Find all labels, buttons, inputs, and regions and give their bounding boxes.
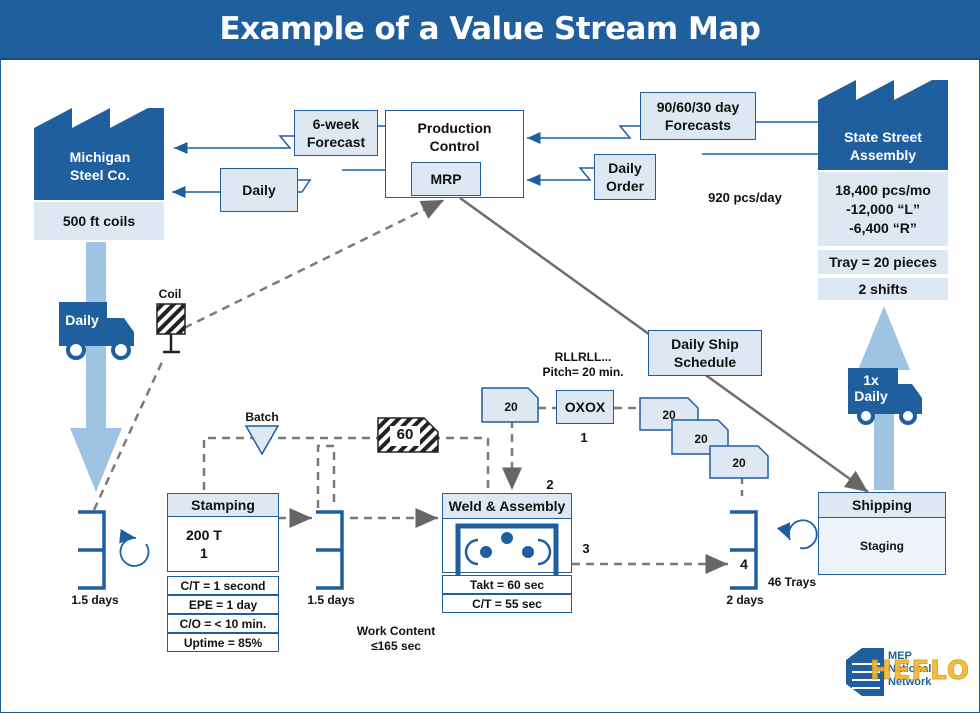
production-control-label: Production Control xyxy=(418,119,492,155)
logo-line2: National xyxy=(888,663,932,675)
supplier-factory-icon xyxy=(34,108,164,200)
outbound-truck-line2: Daily xyxy=(854,388,888,404)
customer-demand-line3: -6,400 “R” xyxy=(849,219,917,236)
customer-name-line1: State Street xyxy=(844,129,922,145)
customer-name-line2: Assembly xyxy=(849,147,917,163)
stamping-body: 200 T 1 xyxy=(167,516,279,572)
customer-demand-line2: -12,000 “L” xyxy=(846,200,920,217)
ship-schedule-line2: Schedule xyxy=(673,354,737,370)
production-control-line1: Production xyxy=(417,120,492,136)
page-title: Example of a Value Stream Map xyxy=(219,11,761,47)
signal-kanban-qty: 60 xyxy=(396,426,414,443)
mep-logo-icon xyxy=(846,648,884,696)
signal-kanban-label-bg xyxy=(390,426,420,446)
weld-ct: C/T = 55 sec xyxy=(442,594,572,613)
shipping-staging: Staging xyxy=(818,517,946,575)
work-content-line1: Work Content xyxy=(356,624,436,638)
kanban-card-4: 20 xyxy=(732,456,746,470)
weld-title: Weld & Assembly xyxy=(442,493,572,519)
supplier-name-line2: Steel Co. xyxy=(70,167,130,183)
work-content-line2: ≤165 sec xyxy=(371,639,421,653)
stamping-operators: 1 xyxy=(200,545,208,561)
forecast-6week-line2: Forecast xyxy=(306,134,366,150)
logo-line3: Network xyxy=(888,676,932,688)
wip-inventory-label: 1.5 days xyxy=(307,593,355,607)
shipping-title: Shipping xyxy=(818,492,946,518)
trays-label: 46 Trays xyxy=(767,575,817,589)
stamping-ct: C/T = 1 second xyxy=(167,576,279,595)
coil-kanban-post-icon xyxy=(156,303,186,354)
supplier-material: 500 ft coils xyxy=(34,202,164,240)
daily-order-line1: Daily xyxy=(608,160,642,176)
forecast-6week-line1: 6-week xyxy=(312,116,360,132)
weld-cell-operators-icon xyxy=(455,523,559,578)
title-bar: Example of a Value Stream Map xyxy=(0,0,980,60)
raw-inventory-label: 1.5 days xyxy=(71,593,119,607)
kanban-card-2: 20 xyxy=(662,408,676,422)
daily-order-line2: Order xyxy=(605,178,645,194)
supplier-name-line1: Michigan xyxy=(69,149,131,165)
stamping-epe: EPE = 1 day xyxy=(167,595,279,614)
inbound-shipment-arrow xyxy=(70,242,122,492)
logo-line1: MEP xyxy=(888,650,912,662)
outbound-truck-line1: 1x xyxy=(863,372,879,388)
fg-count: 4 xyxy=(740,556,748,572)
sequence-line1: RLLRLL... xyxy=(554,350,612,364)
batch-kanban-triangle-icon xyxy=(244,425,280,456)
stamping-uptime: Uptime = 85% xyxy=(167,633,279,652)
inbound-truck-label: Daily xyxy=(65,312,99,328)
stamping-title: Stamping xyxy=(167,493,279,517)
customer-name: State Street Assembly xyxy=(828,128,938,164)
watermark: HEFLO xyxy=(870,656,971,687)
mrp-box: MRP xyxy=(411,162,481,196)
leveling-box: OXOX xyxy=(556,390,614,424)
production-control-line2: Control xyxy=(429,138,480,154)
leveling-number: 1 xyxy=(580,430,588,445)
withdrawal-dashed-lines xyxy=(92,198,744,574)
batch-label: Batch xyxy=(245,410,279,424)
customer-demand-box: 18,400 pcs/mo -12,000 “L” -6,400 “R” xyxy=(818,172,948,246)
weld-body xyxy=(442,518,572,573)
stamping-changeover: C/O = < 10 min. xyxy=(167,614,279,633)
tray-size-box: Tray = 20 pieces xyxy=(818,250,948,274)
shifts-box: 2 shifts xyxy=(818,278,948,300)
outbound-truck-label: 1x Daily xyxy=(848,372,894,404)
pull-circle-icons xyxy=(119,519,818,567)
customer-demand-line1: 18,400 pcs/mo xyxy=(835,181,931,198)
inbound-truck-icon xyxy=(59,302,134,360)
work-content: Work Content ≤165 sec xyxy=(336,624,456,654)
marker-three: 3 xyxy=(582,541,590,556)
customer-forecast-line2: Forecasts xyxy=(664,117,732,133)
mep-logo-text: MEP National Network xyxy=(888,650,948,689)
stamping-tonnage: 200 T xyxy=(186,527,222,543)
customer-forecast-line1: 90/60/30 day xyxy=(656,99,740,115)
kanban-cards xyxy=(481,387,769,479)
sequence-label: RLLRLL... Pitch= 20 min. xyxy=(528,350,638,380)
outbound-truck-icon xyxy=(848,368,922,425)
supermarket-icons xyxy=(78,510,758,590)
pitch-line: Pitch= 20 min. xyxy=(542,365,624,379)
customer-factory-icon xyxy=(818,80,948,170)
fg-inventory-label: 2 days xyxy=(726,593,764,607)
daily-rate-label: 920 pcs/day xyxy=(708,190,782,205)
kanban-card-1: 20 xyxy=(504,400,518,414)
kanban-card-3: 20 xyxy=(694,432,708,446)
weld-number: 2 xyxy=(546,477,554,492)
ship-schedule-line1: Daily Ship xyxy=(671,336,739,352)
daily-to-supplier-box: Daily xyxy=(220,168,298,212)
weld-takt: Takt = 60 sec xyxy=(442,575,572,594)
coil-label: Coil xyxy=(158,287,182,301)
supplier-name: Michigan Steel Co. xyxy=(48,148,152,184)
